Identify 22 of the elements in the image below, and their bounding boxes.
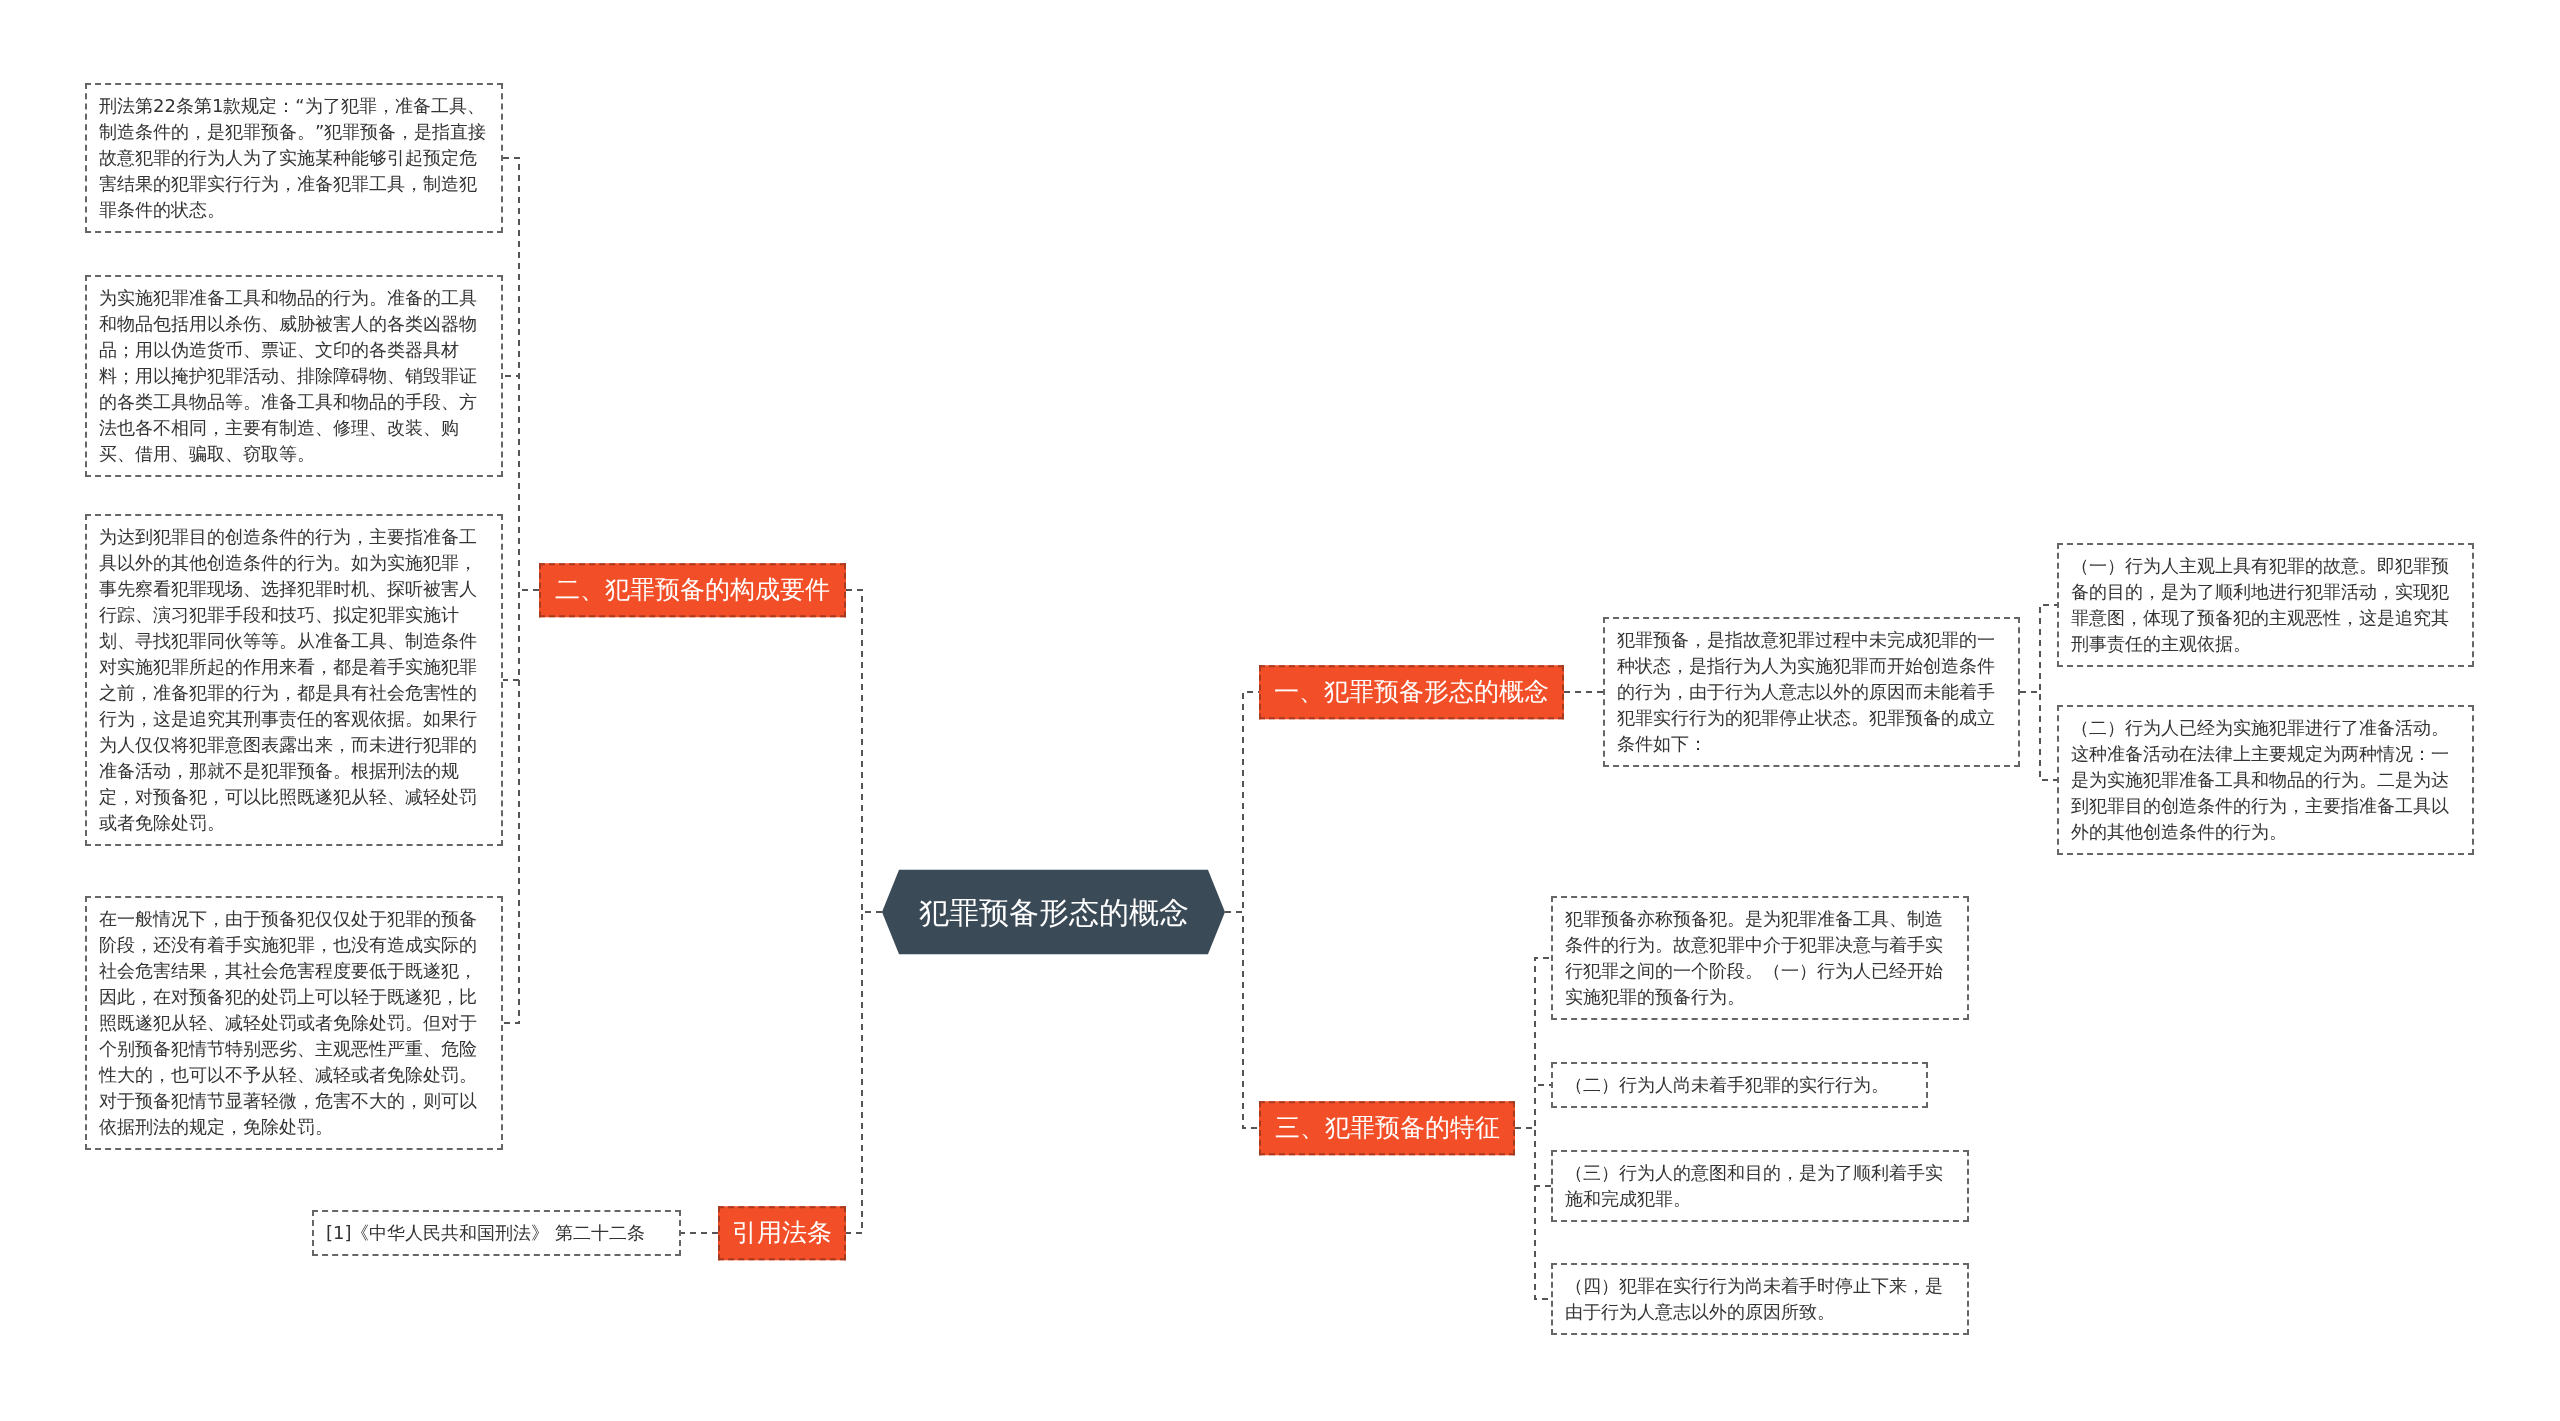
text-box: 犯罪预备，是指故意犯罪过程中未完成犯罪的一种状态，是指行为人为实施犯罪而开始创造条件的行为，由于行为人意志以外的原因而未能着手犯罪实行行为的犯罪停止状态。犯罪预备的成立条件如下： <box>1603 617 2020 767</box>
text-box: （四）犯罪在实行行为尚未着手时停止下来，是由于行为人意志以外的原因所致。 <box>1551 1263 1969 1335</box>
text-box: （二）行为人已经为实施犯罪进行了准备活动。这种准备活动在法律上主要规定为两种情况：一是为实施犯罪准备工具和物品的行为。二是为达到犯罪目的创造条件的行为，主要指准备工具以外的其他创造条件的行为。 <box>2057 705 2474 855</box>
branch-topic: 引用法条 <box>718 1206 846 1260</box>
connector-line <box>845 911 883 1234</box>
text-box: 在一般情况下，由于预备犯仅仅处于犯罪的预备阶段，还没有着手实施犯罪，也没有造成实际的社会危害结果，其社会危害程度要低于既遂犯，因此，在对预备犯的处罚上可以轻于既遂犯，比照既遂犯从轻、减轻处罚或者免除处罚。但对于个别预备犯情节特别恶劣、主观恶性严重、危险性大的，也可以不予从轻、减轻或者免除处罚。对于预备犯情节显著轻微，危害不大的，则可以依据刑法的规定，免除处罚。 <box>85 896 503 1150</box>
connector-line <box>680 1232 719 1234</box>
branch-topic: 一、犯罪预备形态的概念 <box>1259 665 1564 719</box>
text-box: （一）行为人主观上具有犯罪的故意。即犯罪预备的目的，是为了顺利地进行犯罪活动，实现犯罪意图，体现了预备犯的主观恶性，这是追究其刑事责任的主观依据。 <box>2057 543 2474 667</box>
branch-topic: 三、犯罪预备的特征 <box>1259 1101 1515 1155</box>
text-box: 刑法第22条第1款规定：“为了犯罪，准备工具、制造条件的，是犯罪预备。”犯罪预备，是指直接故意犯罪的行为人为了实施某种能够引起预定危害结果的犯罪实行行为，准备犯罪工具，制造犯罪条件的状态。 <box>85 83 503 233</box>
branch-topic: 二、犯罪预备的构成要件 <box>539 563 846 617</box>
text-box: 犯罪预备亦称预备犯。是为犯罪准备工具、制造条件的行为。故意犯罪中介于犯罪决意与着手实行犯罪之间的一个阶段。（一）行为人已经开始实施犯罪的预备行为。 <box>1551 896 1969 1020</box>
topic-hexagon: 犯罪预备形态的概念 <box>882 869 1225 955</box>
connector-line <box>1224 911 1260 1129</box>
text-box: 为实施犯罪准备工具和物品的行为。准备的工具和物品包括用以杀伤、威胁被害人的各类凶器物品；用以伪造货币、票证、文印的各类器具材料；用以掩护犯罪活动、排除障碍物、销毁罪证的各类工具物品等。准备工具和物品的手段、方法也各不相同，主要有制造、修理、改装、购买、借用、骗取、窃取等。 <box>85 275 503 477</box>
connector-line <box>2019 691 2058 781</box>
text-box: 为达到犯罪目的创造条件的行为，主要指准备工具以外的其他创造条件的行为。如为实施犯罪，事先察看犯罪现场、选择犯罪时机、探听被害人行踪、演习犯罪手段和技巧、拟定犯罪实施计划、寻找犯罪同伙等等。从准备工具、制造条件对实施犯罪所起的作用来看，都是着手实施犯罪之前，准备犯罪的行为，都是具有社会危害性的行为，这是追究其刑事责任的客观依据。如果行为人仅仅将犯罪意图表露出来，而未进行犯罪的准备活动，那就不是犯罪预备。根据刑法的规定，对预备犯，可以比照既遂犯从轻、减轻处罚或者免除处罚。 <box>85 514 503 846</box>
text-box: [1]《中华人民共和国刑法》 第二十二条 <box>312 1210 681 1256</box>
text-box: （三）行为人的意图和目的，是为了顺利着手实施和完成犯罪。 <box>1551 1150 1969 1222</box>
text-box: （二）行为人尚未着手犯罪的实行行为。 <box>1551 1062 1928 1108</box>
connector-line <box>1563 691 1604 693</box>
